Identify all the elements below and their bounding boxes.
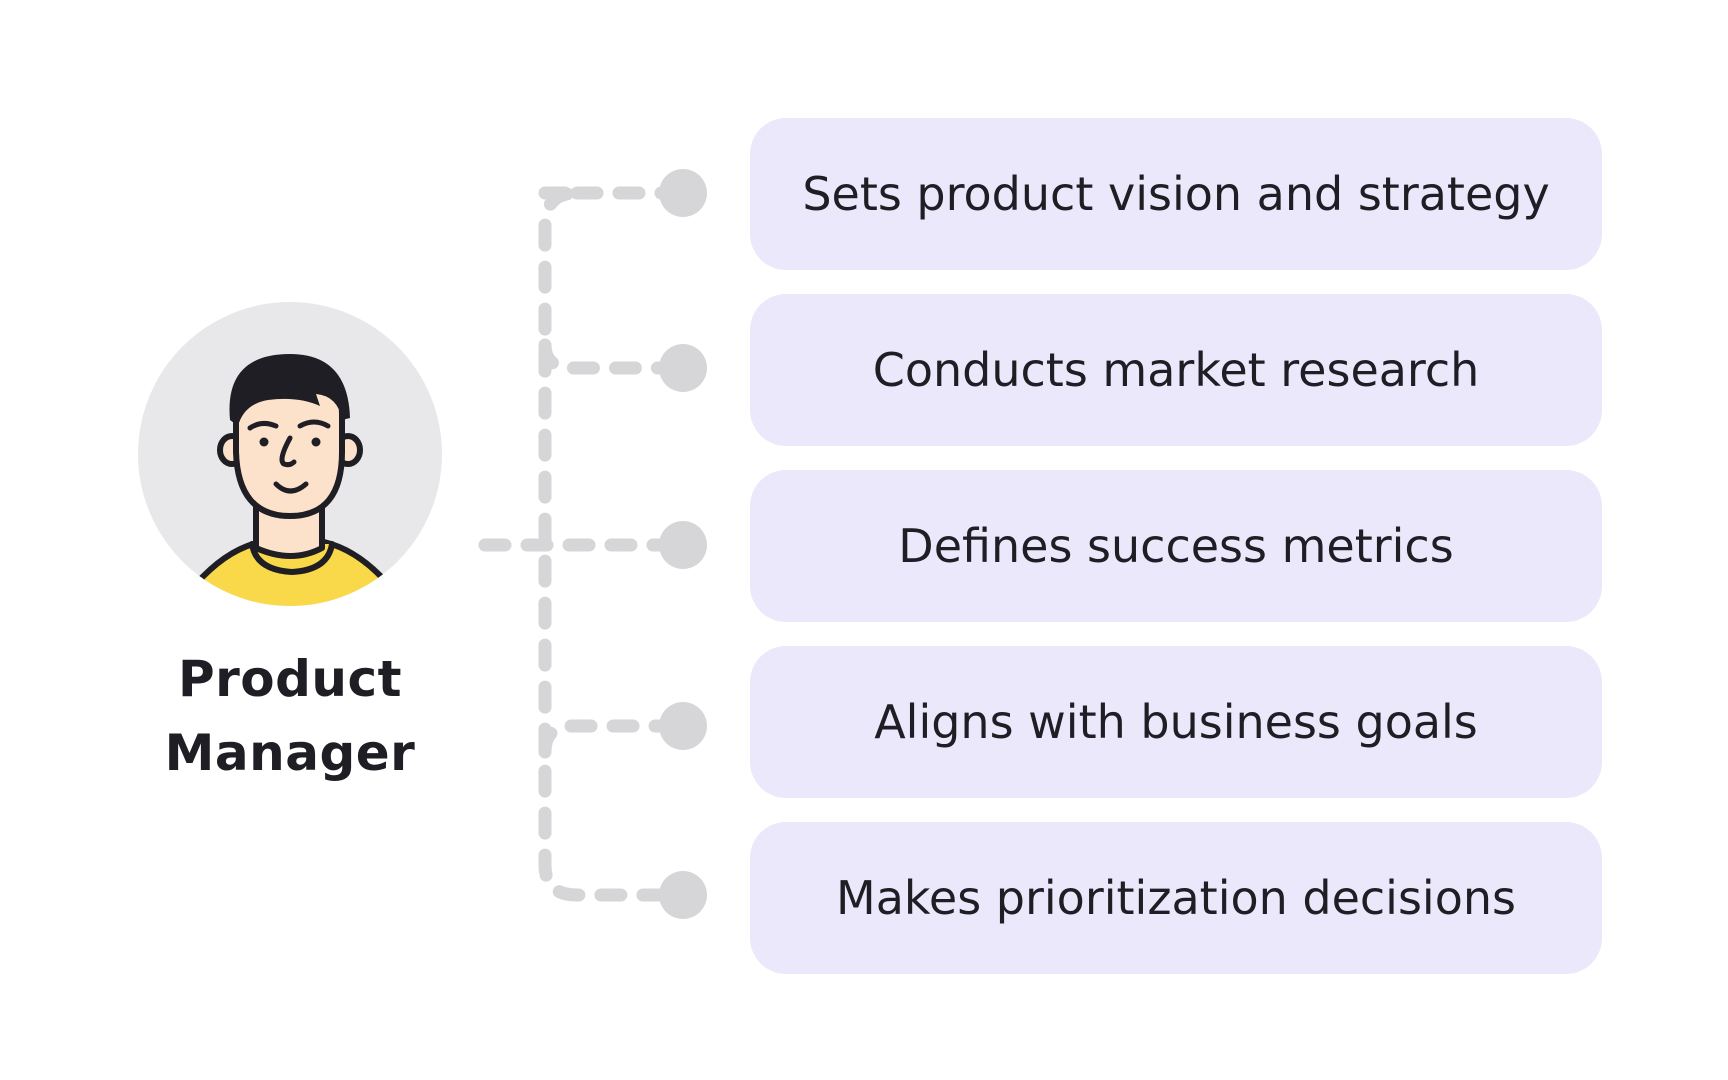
- responsibility-label: Aligns with business goals: [874, 695, 1478, 749]
- connector-node-3: [659, 521, 707, 569]
- responsibility-card-1: Sets product vision and strategy: [750, 118, 1602, 270]
- role-title: Product Manager: [140, 642, 440, 790]
- role-title-line-2: Manager: [164, 724, 416, 782]
- responsibility-label: Sets product vision and strategy: [802, 167, 1550, 221]
- responsibility-card-3: Defines success metrics: [750, 470, 1602, 622]
- responsibility-card-2: Conducts market research: [750, 294, 1602, 446]
- role-title-line-1: Product: [177, 650, 403, 708]
- avatar: [138, 302, 442, 606]
- responsibility-label: Conducts market research: [872, 343, 1480, 397]
- responsibility-card-4: Aligns with business goals: [750, 646, 1602, 798]
- connector-node-4: [659, 702, 707, 750]
- connector-node-2: [659, 344, 707, 392]
- person-avatar-icon: [193, 354, 391, 606]
- responsibility-card-5: Makes prioritization decisions: [750, 822, 1602, 974]
- responsibility-label: Makes prioritization decisions: [836, 871, 1516, 925]
- connector-node-5: [659, 871, 707, 919]
- connector-branch-4: [538, 719, 672, 759]
- connector-node-1: [659, 169, 707, 217]
- responsibility-label: Defines success metrics: [898, 519, 1454, 573]
- connector-branch-2: [538, 338, 672, 375]
